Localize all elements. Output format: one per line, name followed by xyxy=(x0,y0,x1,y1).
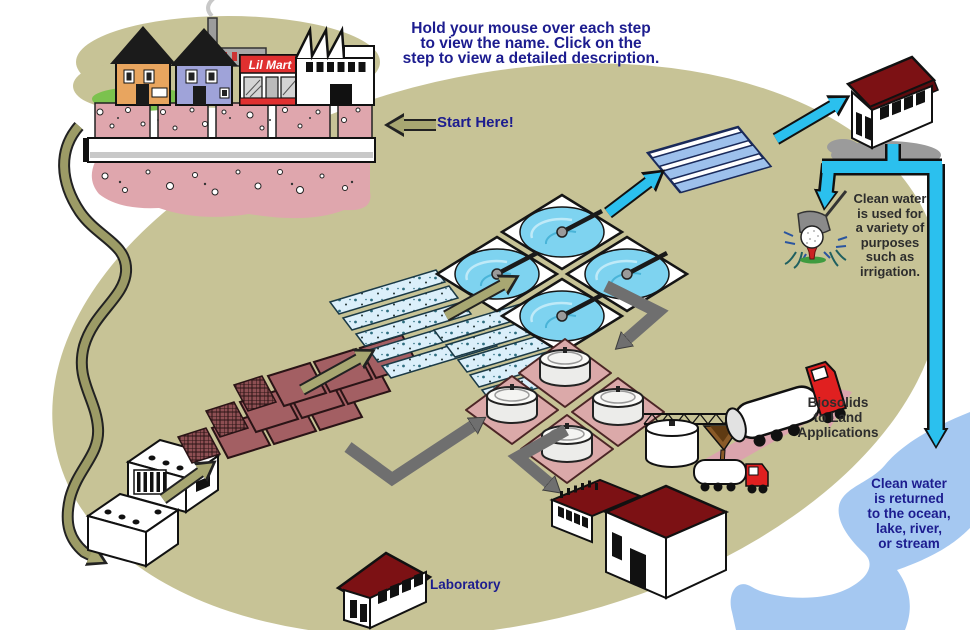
golf-club-shaft xyxy=(824,190,848,217)
irrigation-golf[interactable] xyxy=(783,190,848,269)
aeration-digesters[interactable] xyxy=(465,338,665,484)
solids-building[interactable] xyxy=(549,478,730,600)
factory-icon xyxy=(294,25,375,106)
city-collection-system[interactable]: Lil Mart xyxy=(73,0,380,219)
sludge-arrows-gray xyxy=(344,280,669,484)
biosolids-label: Biosolids to Land Applications xyxy=(797,395,879,440)
biosolids-loading[interactable] xyxy=(643,360,849,494)
sewer-main-pipe xyxy=(87,137,376,163)
start-here-label: Start Here! xyxy=(437,114,514,131)
disinfection-basin[interactable] xyxy=(645,125,773,194)
river-outfall[interactable] xyxy=(730,412,970,630)
sedimentation-tanks[interactable] xyxy=(434,193,690,355)
house-icon xyxy=(110,26,176,106)
tanker-truck-icon xyxy=(724,360,848,447)
building-door xyxy=(630,548,646,589)
small-truck-icon xyxy=(693,459,769,494)
flow-arrows-olive xyxy=(159,113,520,504)
house-icon xyxy=(170,28,238,106)
clean-water-piping xyxy=(604,95,949,449)
storage-tank-icon xyxy=(645,419,699,468)
clean-water-used-label: Clean water is used for a variety of pur… xyxy=(853,191,927,279)
clarifier-tank-icon xyxy=(499,193,625,271)
clarifier-tank-icon xyxy=(499,277,625,355)
digester-tank-icon xyxy=(465,375,559,445)
sewer-underground xyxy=(83,102,376,219)
grass-blades-icon xyxy=(784,249,847,269)
influent-pipe[interactable] xyxy=(58,122,133,566)
golf-ball-icon xyxy=(800,225,824,249)
laboratory-house[interactable] xyxy=(335,551,433,630)
instructions-text: Hold your mouse over each step to view t… xyxy=(402,20,660,67)
mart-sign-text: Lil Mart xyxy=(249,58,293,72)
store-icon: Lil Mart xyxy=(239,54,301,106)
laboratory-label: Laboratory xyxy=(430,577,501,592)
digester-tank-icon xyxy=(518,338,612,408)
bar-screens[interactable] xyxy=(176,333,420,464)
reuse-house[interactable] xyxy=(827,55,941,169)
clean-water-returned-label: Clean water is returned to the ocean, la… xyxy=(867,476,951,551)
digester-tank-icon xyxy=(571,377,665,447)
clarifier-tank-icon xyxy=(434,235,560,313)
